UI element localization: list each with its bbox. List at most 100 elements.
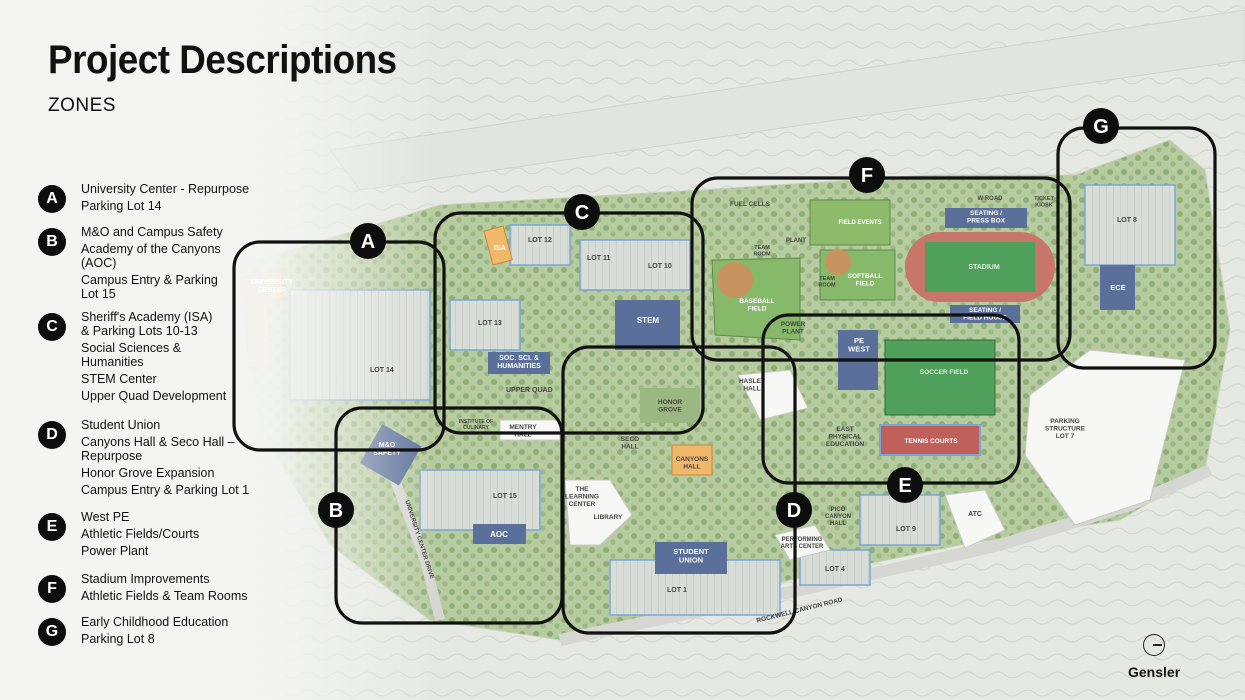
legend-badge-d: D — [38, 421, 66, 449]
zone-g-letter: G — [1093, 116, 1109, 138]
zone-e-letter: E — [898, 475, 911, 497]
label-plant: PLANT — [786, 238, 806, 244]
gensler-logo: Gensler — [1126, 634, 1186, 684]
legend-lines-d: Student Union Canyons Hall & Seco Hall –… — [81, 418, 271, 500]
legend-line: Social Sciences & Humanities — [81, 341, 182, 369]
legend-badge-c: C — [38, 313, 66, 341]
legend-line: Upper Quad Development — [81, 389, 227, 403]
label-lot9: LOT 9 — [896, 526, 916, 533]
gensler-logo-icon — [1143, 634, 1165, 656]
page-title: Project Descriptions — [48, 38, 397, 82]
label-lot15: LOT 15 — [493, 493, 517, 500]
label-seating-press-box: SEATING /PRESS BOX — [967, 210, 1006, 224]
zone-d-badge — [776, 492, 812, 528]
label-lot1: LOT 1 — [667, 587, 687, 594]
legend-line: West PE — [81, 510, 130, 524]
zone-d-letter: D — [787, 500, 801, 522]
gensler-logo-text: Gensler — [1128, 664, 1181, 680]
label-w-road: W ROAD — [978, 196, 1004, 202]
legend-line: University Center - Repurpose — [81, 182, 250, 196]
legend-line: Sheriff's Academy (ISA) & Parking Lots 1… — [81, 310, 213, 338]
legend-badge-b: B — [38, 228, 66, 256]
legend-line: Academy of the Canyons (AOC) — [81, 242, 221, 270]
legend-badge-f: F — [38, 575, 66, 603]
zone-a-badge — [350, 223, 386, 259]
label-ece: ECE — [1110, 283, 1125, 292]
label-field-events: FIELD EVENTS — [838, 220, 881, 226]
legend-line: Stadium Improvements — [81, 572, 210, 586]
legend-line: Honor Grove Expansion — [81, 466, 215, 480]
legend-lines-g: Early Childhood Education Parking Lot 8 — [81, 615, 271, 649]
legend-lines-c: Sheriff's Academy (ISA) & Parking Lots 1… — [81, 310, 271, 406]
legend-lines-f: Stadium Improvements Athletic Fields & T… — [81, 572, 271, 606]
legend-badge-g: G — [38, 618, 66, 646]
label-atc: ATC — [968, 511, 982, 518]
legend-line: Campus Entry & Parking Lot 1 — [81, 483, 250, 497]
zone-g-outline — [1056, 126, 1217, 370]
label-seating-field-house: SEATING /FIELD HOUSE — [963, 307, 1007, 321]
legend-line: M&O and Campus Safety — [81, 225, 223, 239]
label-tennis-courts: TENNIS COURTS — [904, 438, 958, 445]
zone-b-letter: B — [329, 500, 343, 522]
label-lot12: LOT 12 — [528, 237, 552, 244]
label-lot10: LOT 10 — [648, 263, 672, 270]
zone-badges: A B C D E F G — [318, 108, 1119, 528]
label-library: LIBRARY — [594, 514, 623, 521]
zone-c-letter: C — [575, 202, 589, 224]
legend-line: STEM Center — [81, 372, 157, 386]
legend-line: Canyons Hall & Seco Hall – Repurpose — [81, 435, 235, 463]
legend-line: Early Childhood Education — [81, 615, 229, 629]
label-stadium: STADIUM — [968, 264, 1000, 271]
legend-badge-a: A — [38, 185, 66, 213]
legend-line: Athletic Fields & Team Rooms — [81, 589, 248, 603]
label-fuel-cells: FUEL CELLS — [730, 201, 771, 208]
legend-lines-e: West PE Athletic Fields/Courts Power Pla… — [81, 510, 271, 561]
label-upper-quad: UPPER QUAD — [506, 387, 553, 394]
zone-e-badge — [887, 467, 923, 503]
legend-line: Campus Entry & Parking Lot 15 — [81, 273, 218, 301]
legend-badge-e: E — [38, 513, 66, 541]
label-stem: STEM — [637, 316, 660, 325]
label-lot8: LOT 8 — [1117, 217, 1137, 224]
legend-line: Parking Lot 8 — [81, 632, 155, 646]
label-lot4: LOT 4 — [825, 566, 845, 573]
zone-a-letter: A — [361, 231, 375, 253]
zone-f-badge — [849, 157, 885, 193]
label-lot14: LOT 14 — [370, 367, 394, 374]
legend-line: Athletic Fields/Courts — [81, 527, 200, 541]
zone-b-badge — [318, 492, 354, 528]
label-lot11: LOT 11 — [587, 255, 610, 262]
legend-lines-a: University Center - Repurpose Parking Lo… — [81, 182, 271, 216]
legend-line: Power Plant — [81, 544, 149, 558]
label-soc-sci: SOC. SCI. &HUMANITIES — [497, 355, 541, 370]
zone-f-letter: F — [861, 165, 873, 187]
zone-d-outline — [561, 345, 797, 635]
label-isa: ISA — [494, 245, 506, 252]
legend-line: Student Union — [81, 418, 161, 432]
zone-a-outline — [232, 240, 446, 452]
zone-g-badge — [1083, 108, 1119, 144]
legend-line: Parking Lot 14 — [81, 199, 162, 213]
